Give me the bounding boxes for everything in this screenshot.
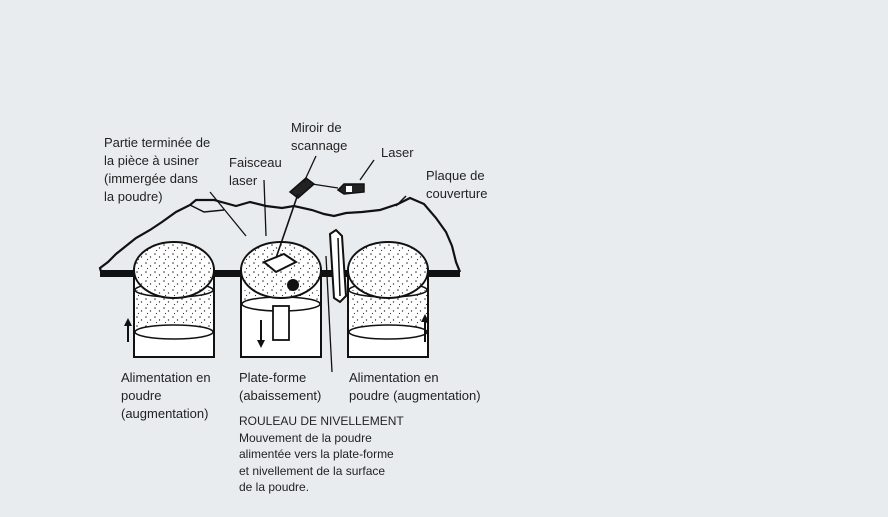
left-feed-cylinder bbox=[124, 241, 215, 358]
scanning-mirror-icon bbox=[288, 177, 316, 199]
laser-source-icon bbox=[336, 183, 365, 195]
label-right-powder-feed: Alimentation en poudre (augmentation) bbox=[349, 370, 481, 403]
leveling-roller-note: ROULEAU DE NIVELLEMENT Mouvement de la p… bbox=[239, 414, 404, 494]
label-platform: Plate-forme (abaissement) bbox=[239, 370, 322, 403]
label-scanning-mirror: Miroir de scannage bbox=[291, 120, 348, 153]
note-title: ROULEAU DE NIVELLEMENT bbox=[239, 414, 404, 428]
label-laser: Laser bbox=[381, 145, 414, 160]
laser-beam bbox=[275, 193, 299, 259]
cover-plate bbox=[98, 196, 462, 276]
label-finished-part: Partie terminée de la pièce à usiner (im… bbox=[104, 135, 211, 204]
label-laser-beam: Faisceau laser bbox=[229, 155, 282, 188]
label-left-powder-feed: Alimentation en poudre (augmentation) bbox=[121, 370, 211, 421]
right-feed-cylinder bbox=[347, 241, 429, 358]
build-cylinder bbox=[240, 241, 322, 358]
label-cover-plate: Plaque de couverture bbox=[426, 168, 488, 201]
leveling-roller bbox=[328, 228, 348, 304]
finished-part bbox=[262, 252, 298, 274]
